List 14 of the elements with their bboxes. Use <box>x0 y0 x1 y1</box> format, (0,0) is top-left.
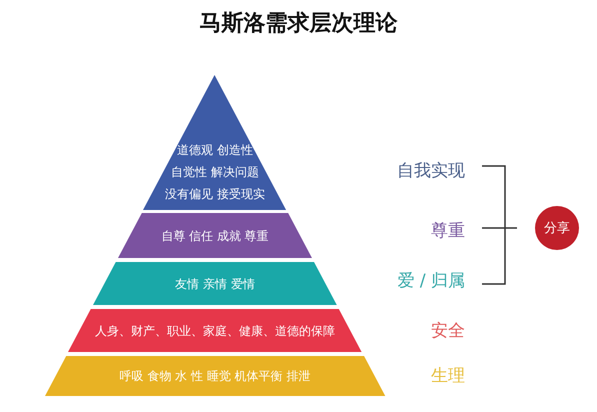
band-text: 自尊 信任 成就 尊重 <box>160 228 270 244</box>
level-label: 安全 <box>430 320 465 342</box>
band-text: 呼吸 食物 水 性 睡觉 机体平衡 排泄 <box>118 368 312 385</box>
band-text: 道德观 创造性 <box>176 142 254 159</box>
band-text: 没有偏见 接受现实 <box>164 186 266 203</box>
band-text: 自觉性 解决问题 <box>170 164 260 181</box>
level-label: 爱 / 归属 <box>396 270 465 292</box>
circle-badge: 分享 <box>535 206 579 250</box>
level-label: 生理 <box>430 365 465 387</box>
band-text: 友情 亲情 爱情 <box>174 276 256 292</box>
band-text: 人身、财产、职业、家庭、健康、道德的保障 <box>94 322 335 340</box>
title: 马斯洛需求层次理论 <box>198 10 398 38</box>
level-label: 尊重 <box>430 220 465 242</box>
level-label: 自我实现 <box>396 160 465 182</box>
